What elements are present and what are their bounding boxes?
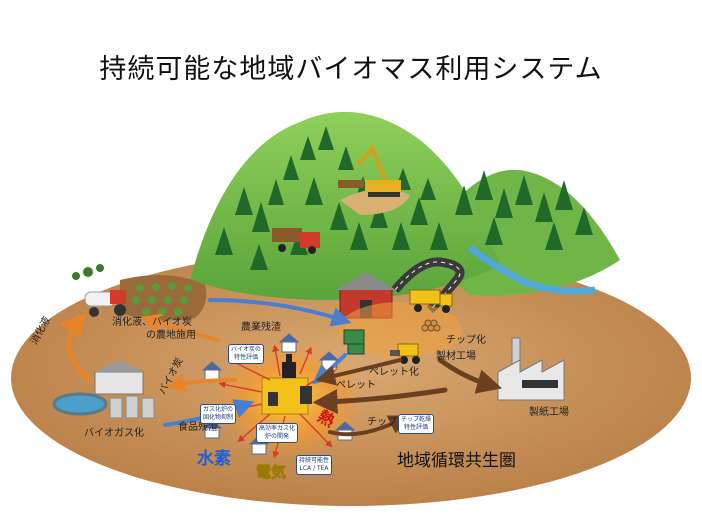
box-chip-drying: チップ乾燥 特性評価 [398,414,435,434]
arrow-chip [312,387,448,415]
label-biogas: バイオガス化 [84,428,144,439]
arrow-sawmill-out [328,415,409,437]
box-gasifier-line2: 固化物抑制 [203,414,234,421]
box-gasifier: ガス化炉の 固化物抑制 [200,404,237,424]
box-chip-drying-line1: チップ乾燥 [401,416,432,423]
box-gasifier-line1: ガス化炉の [203,406,234,413]
log-pile [421,319,441,332]
box-sustainability-line2: LCA / TEA [299,465,329,472]
wheel-loader-icon [390,343,420,364]
chip-area [338,302,462,358]
label-agri-residue: 農業残渣 [241,322,281,333]
gasifier-plant-icon [261,354,312,415]
box-biochar-eval-line2: 特性評価 [234,354,259,361]
paper-mill-icon [497,337,565,401]
box-gas-purify: 高効率ガス化 炉の開発 [256,423,299,443]
box-gas-purify-line1: 高効率ガス化 [259,425,296,432]
label-chip: チップ [367,417,397,428]
farm-field [72,264,207,321]
excavator-icon [338,144,401,197]
dump-truck-icon [409,289,453,313]
label-sawmill: 製材工場 [436,351,476,362]
box-sustainability-line1: 持続可能性 [299,457,330,464]
arrow-biochar [165,373,237,393]
region-label: 地域循環共生圏 [397,451,516,471]
box-chip-drying-line2: 特性評価 [404,424,429,431]
box-biochar-eval-line1: バイオ炭の [231,346,262,353]
label-pelletize: ペレット化 [369,367,419,378]
label-hydrogen: 水素 [197,449,231,469]
label-farmland: の農地施用 [146,330,196,341]
hill-main [190,111,500,300]
label-chipping: チップ化 [446,335,486,346]
tractor-icon [84,290,126,317]
label-digestate: 消化液、バイオ炭 [112,317,192,328]
arrow-paper-mill [437,357,503,394]
page-title: 持続可能な地域バイオマス利用システム [99,54,603,85]
arrow-digestate-farm [140,313,220,342]
arrow-pellet-brown [315,358,402,386]
arrow-digestate-left [60,312,93,383]
box-sustainability: 持続可能性 LCA / TEA [296,455,333,475]
label-paper-mill: 製紙工場 [529,407,569,418]
log-truck-icon [272,228,320,254]
biogas-plant-icon [52,360,155,419]
label-electricity: 電気 [256,463,287,481]
label-pellet: ペレット [336,380,376,391]
label-food-residue: 食品残渣 [178,422,218,433]
chipper-icon [343,329,365,355]
river [467,245,596,295]
box-gas-purify-line2: 炉の開発 [265,433,290,440]
arrow-agri-residue [208,298,352,327]
box-biochar-eval: バイオ炭の 特性評価 [228,344,265,364]
